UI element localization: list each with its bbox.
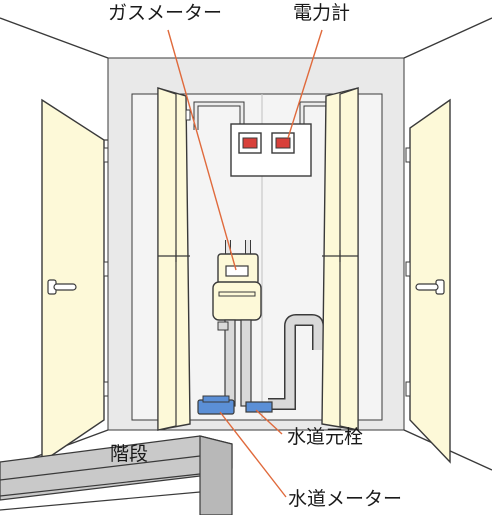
inner-door-left[interactable] <box>157 87 191 431</box>
water-meter <box>197 395 235 415</box>
label-water-meter: 水道メーター <box>288 488 403 510</box>
label-gas-meter: ガスメーター <box>108 2 223 24</box>
hinge-icon <box>103 147 109 163</box>
label-stairs: 階段 <box>110 443 149 465</box>
hinge-icon <box>405 381 411 397</box>
outer-door-left[interactable] <box>41 98 109 464</box>
gas-meter <box>212 240 262 321</box>
leader-lines <box>167 29 323 498</box>
outer-door-right[interactable] <box>405 98 451 464</box>
label-water-main-valve: 水道元栓 <box>287 426 364 448</box>
hinge-icon <box>185 109 191 121</box>
inner-door-right[interactable] <box>321 87 359 431</box>
stairs <box>0 435 233 515</box>
hinge-icon <box>103 381 109 397</box>
pipes <box>217 314 324 410</box>
lever-handle-icon <box>47 279 77 295</box>
hinge-icon <box>405 147 411 163</box>
water-main-valve <box>245 401 273 413</box>
lever-handle-icon <box>415 279 445 295</box>
label-electric-meter: 電力計 <box>293 2 351 24</box>
hinge-icon <box>103 261 109 277</box>
hinge-icon <box>405 261 411 277</box>
